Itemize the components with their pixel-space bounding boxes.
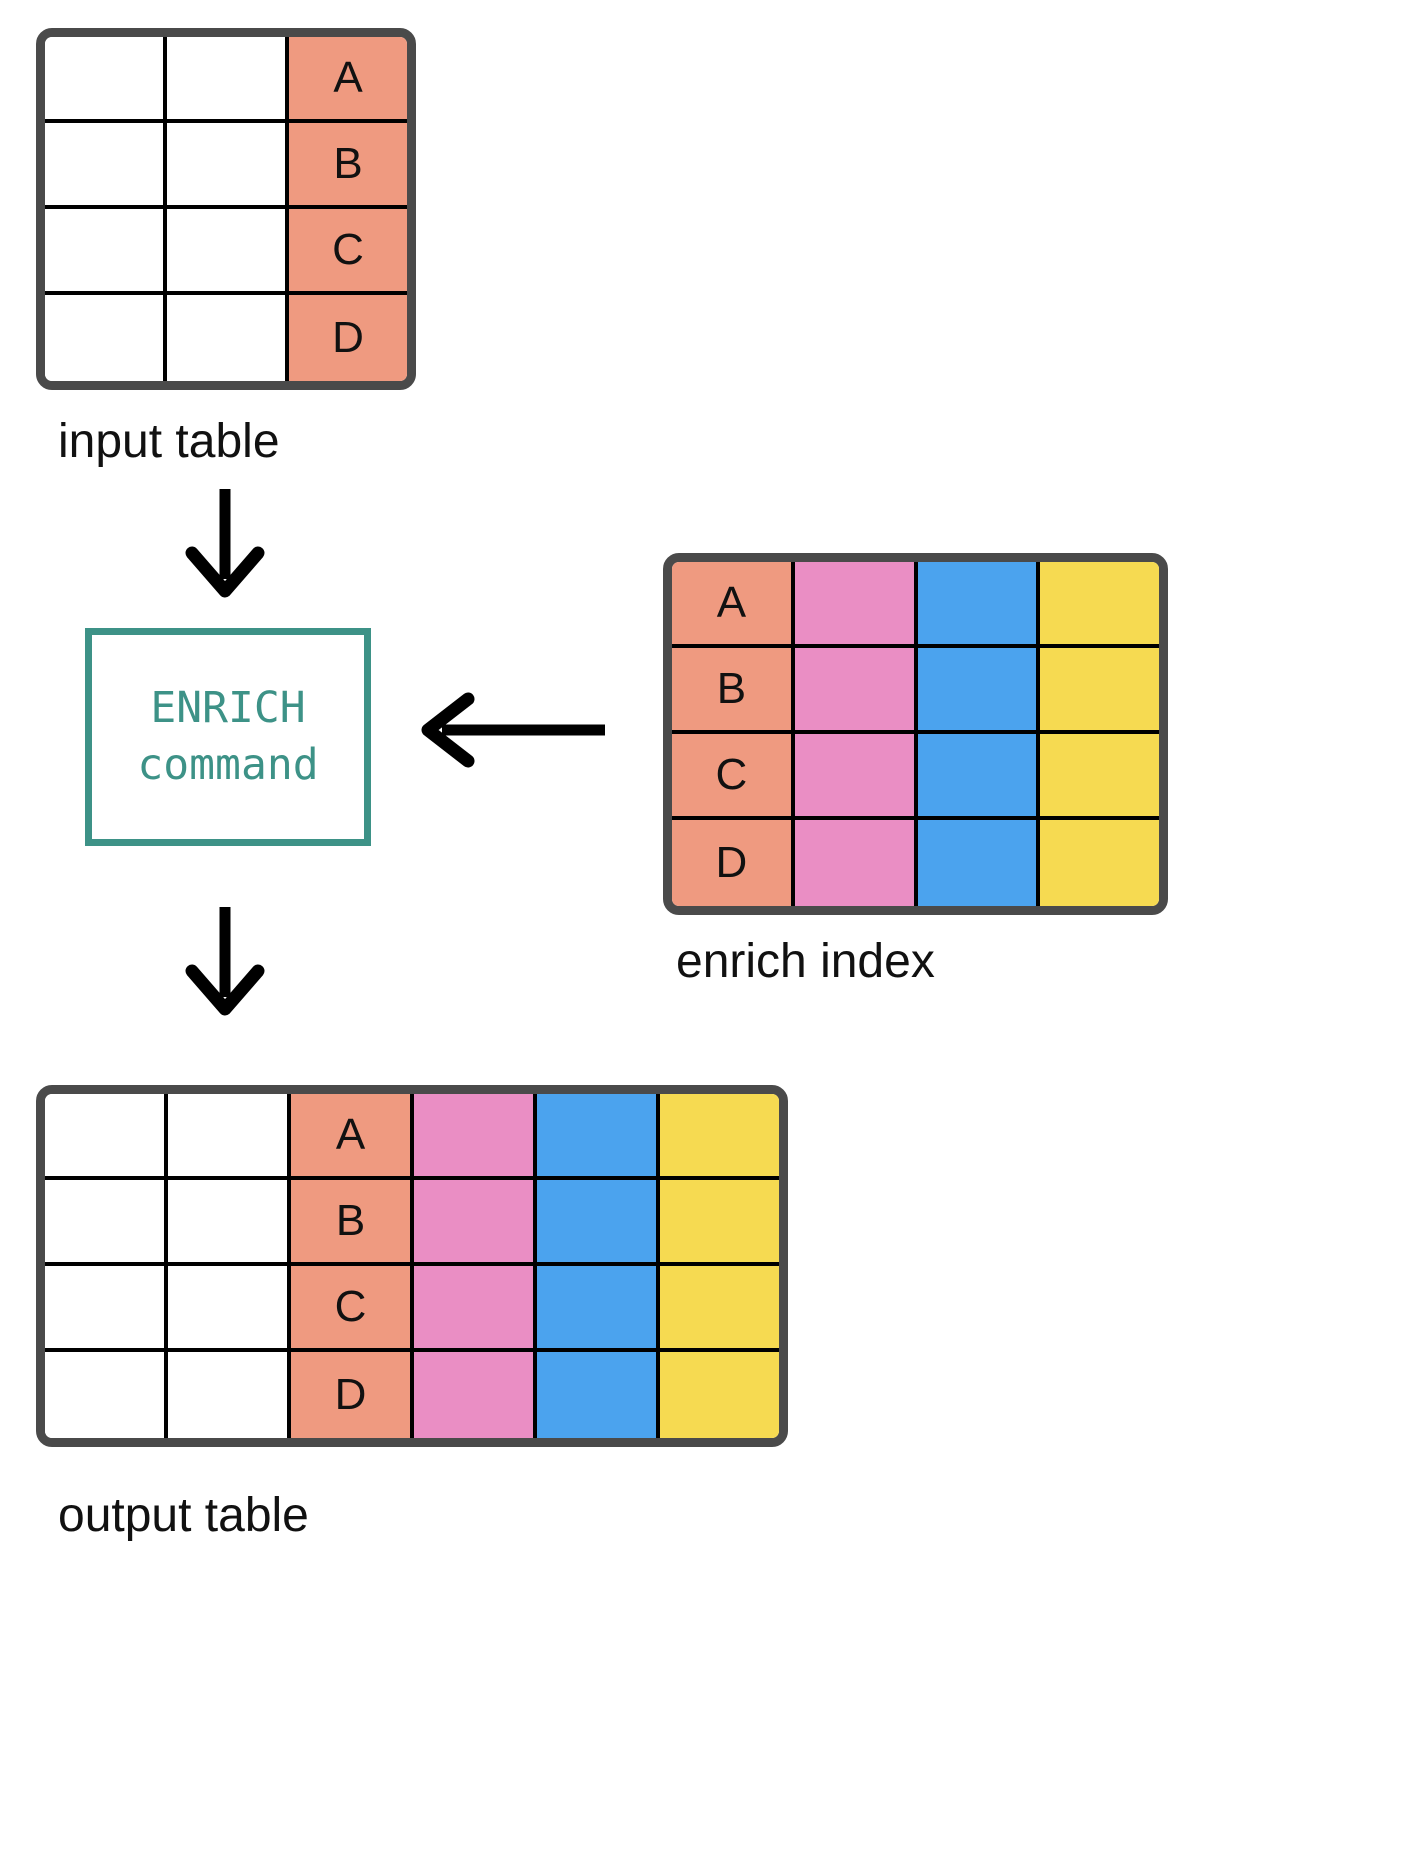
table-cell-key: B [672, 648, 795, 734]
table-cell-key: C [289, 209, 407, 295]
table-cell [414, 1352, 537, 1438]
table-cell-key: D [289, 295, 407, 381]
table-cell [917, 648, 1041, 734]
table-cell [660, 1180, 779, 1266]
table-row: D [45, 1352, 779, 1438]
table-row: C [45, 1266, 779, 1352]
enrich-command-label-line2: command [137, 740, 319, 790]
table-cell [414, 1180, 537, 1266]
table-cell [537, 1266, 660, 1352]
enrich-command-label-line1: ENRICH [150, 683, 306, 734]
table-cell-key: C [291, 1266, 414, 1352]
table-row: A [45, 1094, 779, 1180]
table-cell [794, 562, 918, 648]
table-cell [45, 1266, 168, 1352]
table-cell [537, 1094, 660, 1180]
output-table: A B C D [36, 1085, 788, 1447]
input-table-caption: input table [58, 415, 280, 468]
output-table-caption: output table [58, 1489, 309, 1542]
table-cell [1040, 562, 1159, 648]
table-cell [167, 295, 289, 381]
table-cell [917, 562, 1041, 648]
table-cell-key: A [672, 562, 795, 648]
table-cell [167, 123, 289, 209]
table-cell [660, 1266, 779, 1352]
table-row: C [45, 209, 407, 295]
arrow-command-to-output-icon [170, 905, 280, 1025]
table-row: C [672, 734, 1159, 820]
table-cell [794, 648, 918, 734]
table-cell [414, 1266, 537, 1352]
table-cell [1040, 648, 1159, 734]
table-cell [45, 123, 167, 209]
table-cell [167, 209, 289, 295]
table-cell [168, 1266, 291, 1352]
table-cell [168, 1352, 291, 1438]
table-cell [537, 1180, 660, 1266]
enrich-index-table: A B C D [663, 553, 1168, 915]
table-cell [45, 1180, 168, 1266]
table-cell [1040, 820, 1159, 906]
table-cell-key: A [289, 37, 407, 123]
table-cell [537, 1352, 660, 1438]
table-cell-key: D [672, 820, 795, 906]
table-cell [794, 734, 918, 820]
table-cell [168, 1180, 291, 1266]
table-cell [660, 1352, 779, 1438]
table-cell [45, 209, 167, 295]
table-row: A [45, 37, 407, 123]
table-cell [45, 37, 167, 123]
table-cell-key: B [291, 1180, 414, 1266]
enrich-command-box[interactable]: ENRICH command [85, 628, 371, 846]
table-cell-key: B [289, 123, 407, 209]
table-row: D [45, 295, 407, 381]
arrow-input-to-command-icon [170, 487, 280, 607]
table-row: B [45, 1180, 779, 1266]
table-cell [45, 1094, 168, 1180]
input-table: A B C D [36, 28, 416, 390]
table-cell [414, 1094, 537, 1180]
table-cell [45, 1352, 168, 1438]
table-row: D [672, 820, 1159, 906]
table-cell [167, 37, 289, 123]
table-cell-key: D [291, 1352, 414, 1438]
table-cell-key: C [672, 734, 795, 820]
table-row: A [672, 562, 1159, 648]
table-cell [1040, 734, 1159, 820]
table-cell [660, 1094, 779, 1180]
table-cell [917, 820, 1041, 906]
table-row: B [672, 648, 1159, 734]
table-cell-key: A [291, 1094, 414, 1180]
table-row: B [45, 123, 407, 209]
table-cell [794, 820, 918, 906]
enrich-index-caption: enrich index [676, 935, 935, 988]
table-cell [168, 1094, 291, 1180]
table-cell [917, 734, 1041, 820]
table-cell [45, 295, 167, 381]
arrow-index-to-command-icon [412, 690, 607, 775]
